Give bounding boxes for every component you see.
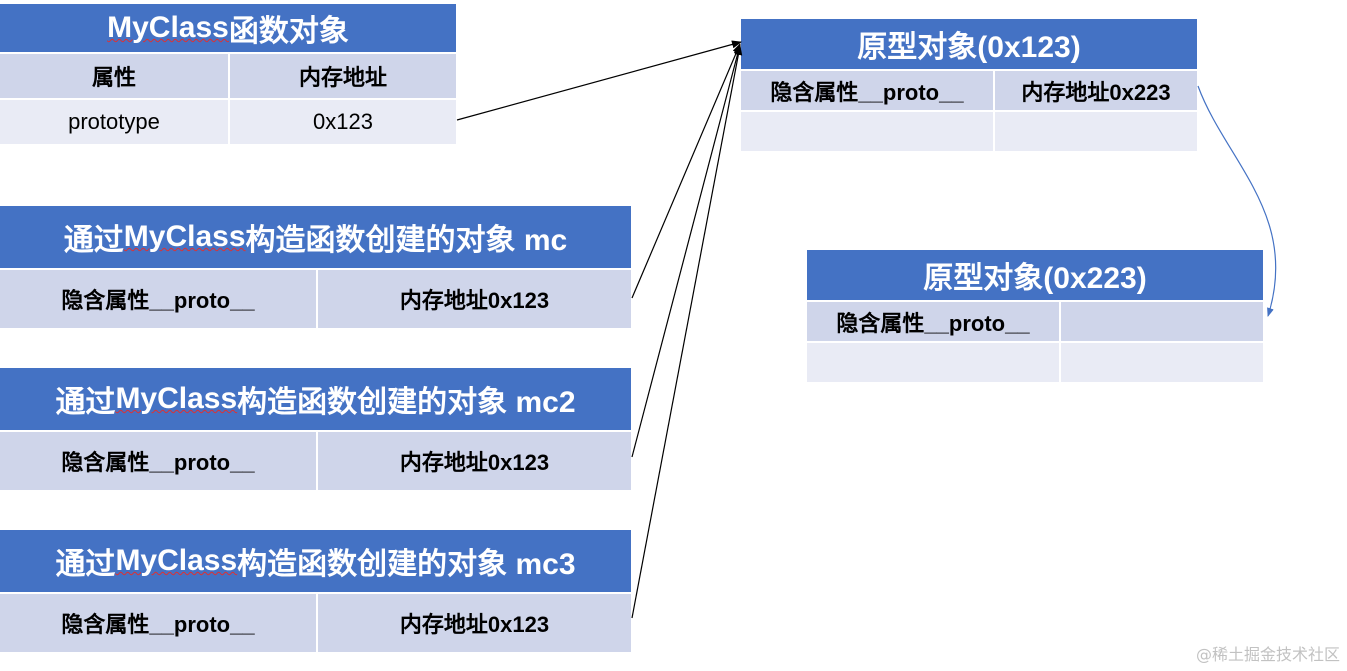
prototype-0x223-empty-row (807, 343, 1263, 382)
instance-mc3-title-class: MyClass (115, 544, 238, 577)
instance-mc-row: 隐含属性__proto__ 内存地址0x123 (0, 270, 631, 328)
instance-mc3-title-prefix: 通过 (55, 548, 116, 581)
instance-mc2-row: 隐含属性__proto__ 内存地址0x123 (0, 432, 631, 490)
instance-mc3-address-cell: 内存地址0x123 (316, 594, 631, 652)
arrow-mc-to-proto-0x123 (631, 43, 741, 299)
arrow-mc2-to-proto-0x123 (631, 44, 742, 458)
prototype-address-cell: 0x123 (228, 100, 456, 144)
arrow-mc3-to-proto-0x123 (631, 45, 743, 619)
empty-cell (993, 112, 1197, 151)
instance-mc2-address-cell: 内存地址0x123 (316, 432, 631, 490)
instance-mc2-proto-cell: 隐含属性__proto__ (61, 450, 255, 475)
instance-mc-proto-cell: 隐含属性__proto__ (61, 288, 255, 313)
instance-mc2-title-suffix: 构造函数创建的对象 mc2 (237, 386, 576, 419)
prototype-0x223-table: 原型对象(0x223) 隐含属性__proto__ (807, 250, 1263, 382)
instance-mc2-title-prefix: 通过 (55, 386, 116, 419)
arrow-prototype-to-proto-0x123 (456, 40, 742, 121)
prototype-0x223-row: 隐含属性__proto__ (807, 302, 1263, 341)
arrow-proto-0x123-to-proto-0x223 (1197, 85, 1277, 317)
watermark: @稀土掘金技术社区 (1195, 645, 1340, 664)
instance-mc3-row: 隐含属性__proto__ 内存地址0x123 (0, 594, 631, 652)
myclass-table-header-row: 属性 内存地址 (0, 54, 456, 98)
prototype-property-cell: prototype (68, 109, 160, 134)
instance-mc-title-prefix: 通过 (63, 224, 124, 257)
instance-mc2-title-class: MyClass (115, 382, 238, 415)
myclass-title-class: MyClass (107, 11, 229, 44)
instance-mc-title-class: MyClass (123, 220, 246, 253)
instance-mc3-proto-cell: 隐含属性__proto__ (61, 612, 255, 637)
column-header-address: 内存地址 (228, 54, 456, 98)
empty-cell (1059, 343, 1263, 382)
prototype-0x123-title: 原型对象(0x123) (741, 19, 1197, 69)
prototype-0x123-table: 原型对象(0x123) 隐含属性__proto__ 内存地址0x223 (741, 19, 1197, 151)
prototype-0x123-row: 隐含属性__proto__ 内存地址0x223 (741, 71, 1197, 110)
myclass-title-suffix: 函数对象 (228, 15, 349, 48)
prototype-0x123-proto-cell: 隐含属性__proto__ (770, 79, 964, 105)
prototype-0x223-value-cell (1059, 302, 1263, 341)
prototype-0x123-empty-row (741, 112, 1197, 151)
prototype-0x223-title: 原型对象(0x223) (807, 250, 1263, 300)
prototype-0x123-address-cell: 内存地址0x223 (993, 71, 1197, 110)
instance-mc3-title-suffix: 构造函数创建的对象 mc3 (237, 548, 576, 581)
instance-mc-address-cell: 内存地址0x123 (316, 270, 631, 328)
myclass-table-row: prototype 0x123 (0, 100, 456, 144)
prototype-0x223-proto-cell: 隐含属性__proto__ (836, 310, 1030, 336)
instance-mc-title-suffix: 构造函数创建的对象 mc (245, 224, 568, 257)
column-header-property: 属性 (91, 65, 136, 90)
